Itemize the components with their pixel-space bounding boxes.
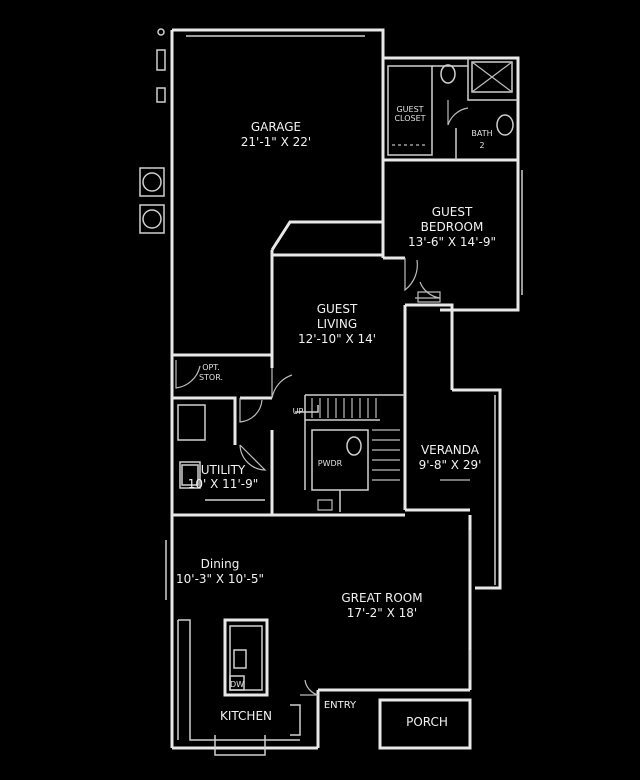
garage-label: GARAGE bbox=[251, 120, 301, 134]
dining-label: Dining bbox=[201, 557, 240, 571]
fixtures bbox=[139, 28, 514, 669]
guest-living-label-2: LIVING bbox=[317, 317, 357, 331]
bath-label: BATH bbox=[471, 129, 492, 138]
bath-number: 2 bbox=[479, 141, 484, 150]
great-room-dims: 17'-2" X 18' bbox=[347, 606, 417, 620]
guest-bedroom-label: GUEST bbox=[432, 205, 473, 219]
shower bbox=[471, 61, 513, 93]
guest-bedroom-label-2: BEDROOM bbox=[421, 220, 484, 234]
ac-unit bbox=[139, 167, 165, 197]
kitchen-sink bbox=[233, 649, 247, 669]
storage-label: OPT. bbox=[202, 363, 220, 372]
powder-label: PWDR bbox=[318, 459, 343, 468]
utility-dims: 10' X 11'-9" bbox=[188, 477, 258, 491]
guest-living-dims: 12'-10" X 14' bbox=[298, 332, 376, 346]
veranda-label: VERANDA bbox=[421, 443, 480, 457]
toilet bbox=[346, 436, 362, 456]
walls bbox=[165, 28, 523, 756]
guest-closet-label: GUEST bbox=[396, 105, 423, 114]
great-room-label: GREAT ROOM bbox=[341, 591, 422, 605]
dining-dims: 10'-3" X 10'-5" bbox=[176, 572, 264, 586]
lavatory bbox=[496, 114, 514, 136]
dishwasher-label: DW bbox=[230, 680, 244, 689]
storage-label-2: STOR. bbox=[199, 373, 223, 382]
toilet bbox=[440, 64, 456, 84]
guest-closet-label-2: CLOSET bbox=[394, 114, 425, 123]
porch-label: PORCH bbox=[406, 715, 448, 729]
stair-up-label: UP bbox=[293, 407, 304, 416]
garage-dims: 21'-1" X 22' bbox=[241, 135, 311, 149]
ac-unit bbox=[139, 204, 165, 234]
guest-bedroom-dims: 13'-6" X 14'-9" bbox=[408, 235, 496, 249]
entry-label: ENTRY bbox=[324, 700, 357, 711]
veranda-dims: 9'-8" X 29' bbox=[419, 458, 482, 472]
kitchen-label: KITCHEN bbox=[220, 709, 272, 723]
room-labels: GARAGE 21'-1" X 22' GUEST CLOSET BATH 2 … bbox=[176, 105, 496, 729]
guest-living-label: GUEST bbox=[317, 302, 358, 316]
door-swings bbox=[175, 100, 470, 696]
utility-label: UTILITY bbox=[201, 463, 246, 477]
